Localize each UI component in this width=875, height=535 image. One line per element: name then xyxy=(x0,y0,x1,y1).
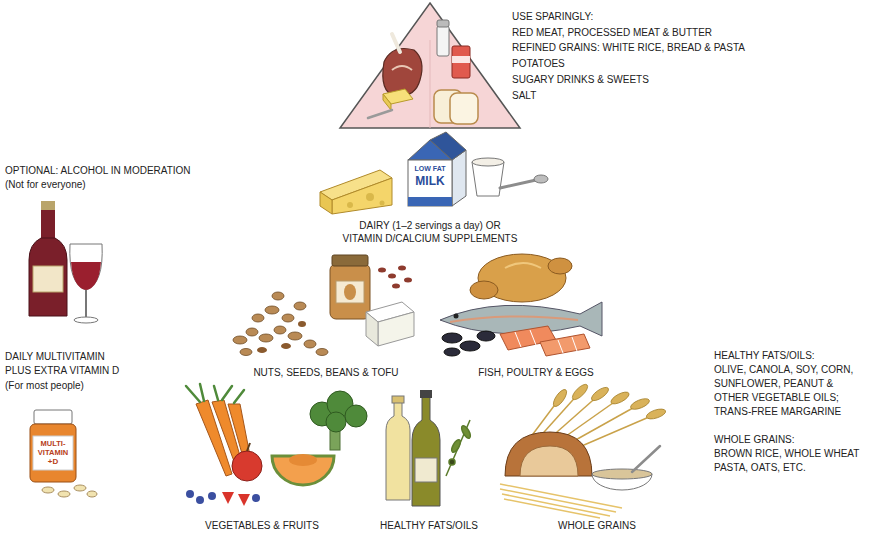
pyramid-band: WHOLE GRAINS xyxy=(490,382,710,535)
note: RED MEAT, PROCESSED MEAT & BUTTER xyxy=(512,26,712,39)
band-outline xyxy=(368,382,490,535)
note-text: HEALTHY FATS/OILS: xyxy=(714,349,870,363)
pyramid-band: VEGETABLES & FRUITS xyxy=(150,382,368,535)
note-text: DAILY MULTIVITAMIN PLUS EXTRA VITAMIN D xyxy=(5,350,127,378)
note: (Not for everyone) xyxy=(5,178,86,191)
note-text: MILK xyxy=(405,174,455,188)
band-shape xyxy=(264,150,597,247)
note-text: BROWN RICE, WHOLE WHEAT PASTA, OATS, ETC… xyxy=(714,447,870,475)
side-notes: HEALTHY FATS/OILS:OLIVE, CANOLA, SOY, CO… xyxy=(714,349,870,475)
note: DAILY MULTIVITAMIN PLUS EXTRA VITAMIN D xyxy=(5,350,127,378)
band-shape xyxy=(430,247,650,382)
note: REFINED GRAINS: WHITE RICE, BREAD & PAST… xyxy=(512,41,745,54)
note-text: LOW FAT xyxy=(405,164,455,173)
band-shape xyxy=(210,247,430,382)
note-text: SUGARY DRINKS & SWEETS xyxy=(512,73,649,86)
pyramid-band: HEALTHY FATS/OILS xyxy=(368,382,490,535)
note: USE SPARINGLY: xyxy=(512,10,593,23)
band-shape xyxy=(368,382,490,535)
band-outline xyxy=(430,247,650,382)
note-text: WHOLE GRAINS: xyxy=(714,433,870,447)
band-shape xyxy=(490,382,710,535)
note: +D xyxy=(33,457,73,467)
note: VITAMIN xyxy=(33,448,73,457)
note: SUGARY DRINKS & SWEETS xyxy=(512,73,649,86)
note-text: +D xyxy=(33,457,73,467)
note-text: VITAMIN xyxy=(33,448,73,457)
note-text: RED MEAT, PROCESSED MEAT & BUTTER xyxy=(512,26,712,39)
note-text: SALT xyxy=(512,89,536,102)
note-text: (For most people) xyxy=(5,379,84,392)
pyramid-band: FISH, POULTRY & EGGS xyxy=(430,247,650,382)
note: MULTI- xyxy=(33,439,73,448)
note-text: (Not for everyone) xyxy=(5,178,86,191)
note: OPTIONAL: ALCOHOL IN MODERATION xyxy=(5,164,191,177)
band-label: VEGETABLES & FRUITS xyxy=(152,519,372,532)
pyramid-band: NUTS, SEEDS, BEANS & TOFU xyxy=(210,247,430,382)
note: SALT xyxy=(512,89,536,102)
band-label: FISH, POULTRY & EGGS xyxy=(416,366,656,379)
band-shape xyxy=(150,382,368,535)
note: POTATOES xyxy=(512,57,565,70)
band-label: HEALTHY FATS/OILS xyxy=(349,519,509,532)
note-text: POTATOES xyxy=(512,57,565,70)
note: LOW FAT xyxy=(405,164,455,173)
note-text: MULTI- xyxy=(33,439,73,448)
band-label: DAIRY (1–2 servings a day) OR VITAMIN D/… xyxy=(338,219,521,245)
note: MILK xyxy=(405,174,455,188)
band-outline xyxy=(210,247,430,382)
band-label: WHOLE GRAINS xyxy=(487,519,707,532)
band-outline xyxy=(490,382,710,535)
pyramid-band: DAIRY (1–2 servings a day) OR VITAMIN D/… xyxy=(264,150,597,247)
band-outline xyxy=(150,382,368,535)
note-text: OLIVE, CANOLA, SOY, CORN, SUNFLOWER, PEA… xyxy=(714,363,870,419)
note-text: OPTIONAL: ALCOHOL IN MODERATION xyxy=(5,164,191,177)
note: (For most people) xyxy=(5,379,84,392)
band-label: NUTS, SEEDS, BEANS & TOFU xyxy=(206,366,446,379)
band-outline xyxy=(264,150,597,247)
note-text: USE SPARINGLY: xyxy=(512,10,593,23)
note-text: REFINED GRAINS: WHITE RICE, BREAD & PAST… xyxy=(512,41,745,54)
